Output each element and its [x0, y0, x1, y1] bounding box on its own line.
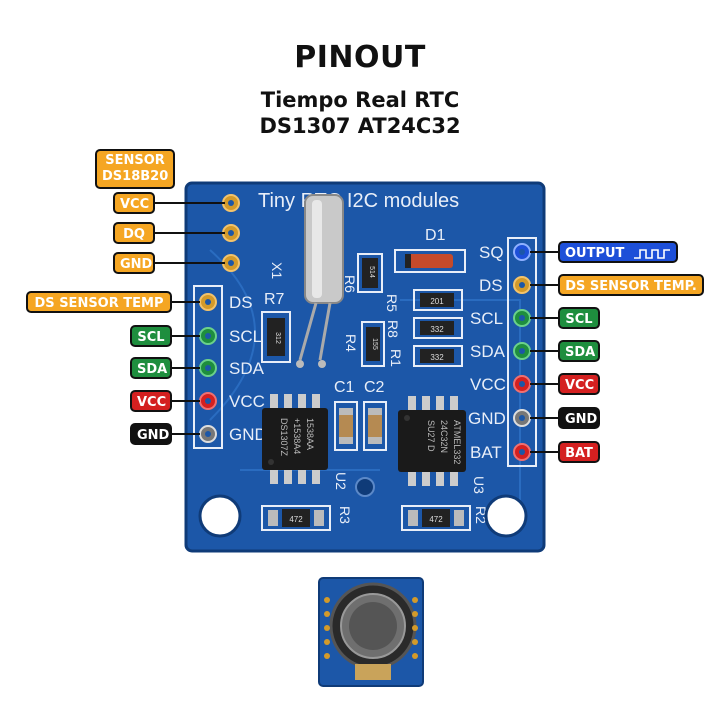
- r2-code: 472: [429, 515, 443, 524]
- line-output: [530, 251, 560, 253]
- line-ds: [170, 301, 200, 303]
- label-r8: R8: [385, 320, 401, 338]
- label-u3: U3: [471, 476, 487, 494]
- label-left-gnd: GND: [130, 423, 172, 445]
- label-left-dq: DQ: [113, 222, 155, 244]
- label-left-ds-sensor-temp: DS SENSOR TEMP: [26, 291, 172, 313]
- line-sda-left: [170, 367, 200, 369]
- board-right-pin-gnd: GND: [468, 409, 506, 428]
- board-right-pin-scl: SCL: [470, 309, 503, 328]
- label-left-scl: SCL: [130, 325, 172, 347]
- label-right-ds-sensor-temp: DS SENSOR TEMP.: [558, 274, 704, 296]
- line-gnd-sensor: [153, 262, 225, 264]
- label-right-vcc: VCC: [558, 373, 600, 395]
- label-r1: R1: [388, 349, 404, 367]
- label-r7: R7: [264, 291, 285, 308]
- page-title: PINOUT: [294, 40, 426, 75]
- label-r5: R5: [384, 294, 400, 312]
- chip-ds1307: [262, 394, 328, 484]
- r4-code: 155: [371, 338, 378, 350]
- chip2-marking-2: 24C32N: [439, 420, 449, 453]
- r6-code: 514: [368, 266, 375, 278]
- line-bat-right: [530, 451, 560, 453]
- label-right-gnd: GND: [558, 407, 600, 429]
- line-vcc-right: [530, 383, 560, 385]
- chip-at24c32: [398, 396, 466, 486]
- line-scl-left: [170, 335, 200, 337]
- line-gnd-left: [170, 433, 200, 435]
- label-d1: D1: [425, 227, 446, 244]
- sensor-ds18b20-label: SENSOR DS18B20: [95, 149, 175, 189]
- label-left-gnd-sensor: GND: [113, 252, 155, 274]
- label-right-sda: SDA: [558, 340, 600, 362]
- board-right-pin-vcc: VCC: [470, 375, 506, 394]
- chip2-marking-1: ATMEL332: [452, 420, 462, 464]
- crystal-x1: [304, 194, 344, 304]
- board-left-pin-vcc: VCC: [229, 392, 265, 411]
- label-u2: U2: [333, 472, 349, 490]
- chip2-marking-3: SU27 D: [426, 420, 436, 452]
- board-back-view: [318, 577, 424, 687]
- label-right-scl: SCL: [558, 307, 600, 329]
- label-r4: R4: [343, 334, 359, 352]
- r1-code: 332: [430, 353, 444, 362]
- board-left-pin-scl: SCL: [229, 327, 262, 346]
- r5-code: 201: [430, 297, 444, 306]
- chip1-marking-2: +1538A4: [292, 418, 302, 454]
- r7-code: 312: [274, 332, 281, 344]
- line-vcc-left: [170, 400, 200, 402]
- board-right-pin-sda: SDA: [470, 342, 506, 361]
- r8-code: 332: [430, 325, 444, 334]
- page-subtitle-line2: DS1307 AT24C32: [259, 114, 461, 138]
- chip1-marking-3: 1538AA: [305, 418, 315, 450]
- mounting-hole-left: [198, 494, 242, 538]
- line-gnd-right: [530, 417, 560, 419]
- board-right-pin-bat: BAT: [470, 443, 502, 462]
- line-vcc-sensor: [153, 202, 225, 204]
- square-wave-icon: [633, 248, 670, 259]
- line-dq: [153, 232, 225, 234]
- label-c2: C2: [364, 379, 385, 396]
- line-sda-right: [530, 350, 560, 352]
- line-ds-right: [530, 284, 560, 286]
- page-subtitle-line1: Tiempo Real RTC: [260, 88, 460, 112]
- output-label-text: OUTPUT: [565, 246, 625, 261]
- board-left-pin-sda: SDA: [229, 359, 265, 378]
- label-left-vcc-sensor: VCC: [113, 192, 155, 214]
- label-c1: C1: [334, 379, 355, 396]
- board-right-pin-ds: DS: [479, 276, 503, 295]
- sensor-label-line1: SENSOR: [105, 153, 165, 168]
- label-left-sda: SDA: [130, 357, 172, 379]
- board-left-pin-ds: DS: [229, 293, 253, 312]
- board-right-pin-sq: SQ: [479, 243, 504, 262]
- r3-code: 472: [289, 515, 303, 524]
- sensor-label-line2: DS18B20: [102, 169, 169, 184]
- label-right-output: OUTPUT: [558, 241, 678, 263]
- line-scl-right: [530, 317, 560, 319]
- label-right-bat: BAT: [558, 441, 600, 463]
- chip1-marking-1: DS1307Z: [279, 418, 289, 457]
- mounting-hole-right: [484, 494, 528, 538]
- board-silkscreen-title: Tiny RTC I2C modules: [258, 190, 459, 212]
- label-x1: X1: [269, 262, 285, 279]
- board-left-pin-gnd: GND: [229, 425, 267, 444]
- label-left-vcc: VCC: [130, 390, 172, 412]
- label-r3: R3: [337, 506, 353, 524]
- label-r6: R6: [342, 275, 358, 293]
